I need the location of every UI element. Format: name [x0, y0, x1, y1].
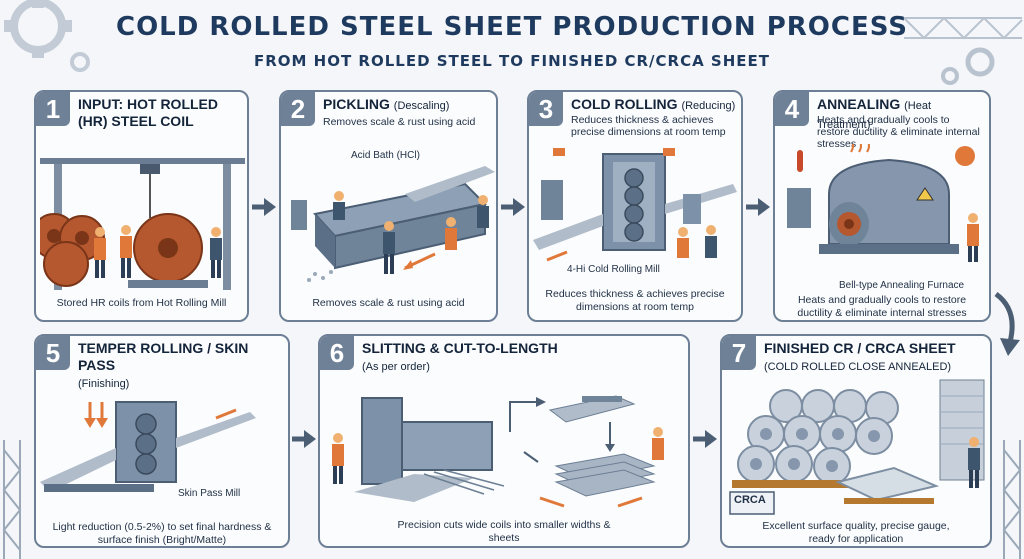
worker-icon	[968, 437, 980, 488]
gear-icon	[4, 0, 90, 72]
step-number: 7	[722, 336, 756, 370]
gear-icon	[903, 16, 1023, 85]
page-title: COLD ROLLED STEEL SHEET PRODUCTION PROCE…	[115, 12, 908, 42]
step-number: 3	[529, 92, 563, 126]
step-title: INPUT: HOT ROLLED (HR) STEEL COIL	[78, 96, 218, 129]
worker-icon	[967, 213, 979, 262]
flow-arrow-icon	[501, 198, 525, 216]
flow-arrow-icon	[746, 198, 770, 216]
equipment-label: Acid Bath (HCl)	[351, 150, 420, 161]
step-caption: Excellent surface quality, precise gauge…	[762, 520, 950, 545]
worker-icon	[332, 433, 344, 484]
worker-icon	[333, 191, 489, 274]
flow-arrow-icon	[994, 291, 1020, 356]
step-title: PICKLING (Descaling)	[323, 96, 450, 112]
skin-pass-mill-illustration	[40, 388, 284, 498]
step-caption: Removes scale & rust using acid	[312, 297, 465, 309]
step-title: FINISHED CR / CRCA SHEET(COLD ROLLED CLO…	[764, 340, 956, 373]
step-number: 5	[36, 336, 70, 370]
cold-rolling-mill-illustration	[533, 144, 737, 262]
step-card-5: 5 TEMPER ROLLING / SKIN PASS(Finishing) …	[34, 334, 290, 548]
worker-icon	[94, 225, 222, 278]
hr-coil-storage-illustration	[40, 140, 245, 290]
step-number: 4	[775, 92, 809, 126]
flow-arrow-icon	[292, 430, 316, 448]
finished-coils-illustration	[726, 376, 986, 516]
step-number: 2	[281, 92, 315, 126]
equipment-label: Bell-type Annealing Furnace	[839, 280, 965, 291]
equipment-label: Skin Pass Mill	[178, 488, 241, 499]
step-title: SLITTING & CUT-TO-LENGTH(As per order)	[362, 340, 558, 373]
step-title: ANNEALING (Heat Treatment)	[817, 96, 932, 131]
equipment-label: 4-Hi Cold Rolling Mill	[567, 264, 660, 275]
flow-arrow-icon	[693, 430, 717, 448]
slitting-line-illustration	[324, 382, 684, 512]
step-description: Removes scale & rust using acid	[323, 116, 476, 128]
step-caption: Precision cuts wide coils into smaller w…	[397, 519, 611, 544]
step-number: 6	[320, 336, 354, 370]
page-subtitle: FROM HOT ROLLED STEEL TO FINISHED CR/CRC…	[253, 52, 771, 70]
worker-icon	[652, 427, 664, 460]
step-card-3: 3 COLD ROLLING (Reducing) Reduces thickn…	[527, 90, 743, 322]
step-card-4: 4 ANNEALING (Heat Treatment) Heats and g…	[773, 90, 991, 322]
crca-badge: CRCA	[734, 494, 766, 506]
step-title: TEMPER ROLLING / SKIN PASS(Finishing)	[78, 340, 249, 390]
truss-decoration	[1002, 440, 1022, 559]
step-card-1: 1 INPUT: HOT ROLLED (HR) STEEL COIL	[34, 90, 249, 322]
truss-decoration	[2, 440, 22, 559]
flow-arrow-icon	[252, 198, 276, 216]
pickling-line-illustration	[285, 164, 495, 289]
step-caption: Reduces thickness & achieves precise dim…	[545, 288, 725, 313]
annealing-furnace-illustration	[779, 144, 985, 278]
step-description: Reduces thickness & achieves precise dim…	[571, 114, 726, 138]
worker-icon	[677, 225, 717, 258]
step-title: COLD ROLLING (Reducing)	[571, 96, 736, 112]
step-card-7: 7 FINISHED CR / CRCA SHEET(COLD ROLLED C…	[720, 334, 992, 548]
step-caption: Stored HR coils from Hot Rolling Mill	[56, 297, 227, 309]
step-caption: Heats and gradually cools to restore duc…	[797, 294, 967, 319]
step-caption: Light reduction (0.5-2%) to set final ha…	[52, 521, 272, 546]
step-card-2: 2 PICKLING (Descaling) Removes scale & r…	[279, 90, 498, 322]
step-description: Heats and gradually cools to restore duc…	[817, 114, 980, 150]
step-number: 1	[36, 92, 70, 126]
step-card-6: 6 SLITTING & CUT-TO-LENGTH(As per order)	[318, 334, 690, 548]
